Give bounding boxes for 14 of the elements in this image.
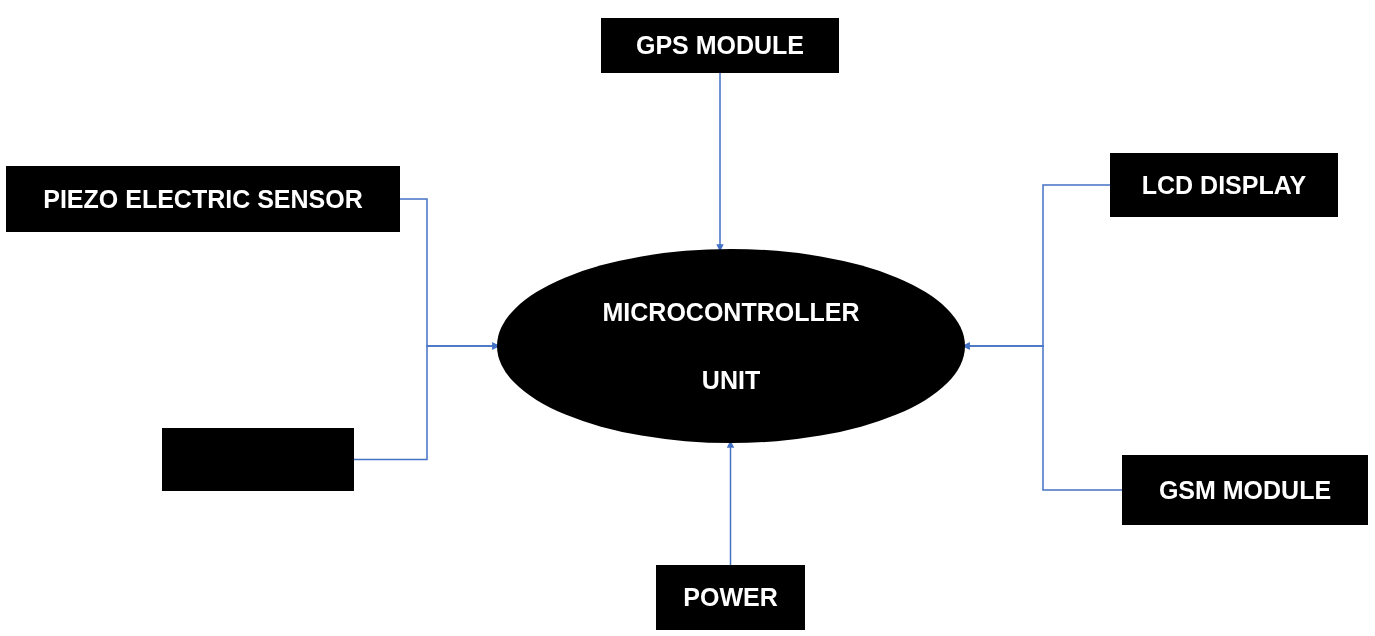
connector-arrow bbox=[726, 440, 735, 566]
block-box bbox=[1122, 455, 1368, 525]
block-label: GSM MODULE bbox=[1158, 475, 1332, 505]
block-label: MICROCONTROLLER UNIT bbox=[601, 297, 861, 396]
block-label: PIEZO ELECTRIC SENSOR bbox=[43, 184, 363, 214]
block-box bbox=[162, 428, 354, 491]
connector-arrow bbox=[716, 72, 724, 252]
block-box bbox=[656, 565, 805, 630]
block-box bbox=[6, 166, 400, 232]
block-box bbox=[601, 18, 839, 73]
block-box bbox=[1110, 153, 1338, 217]
block-label: LCD DISPLAY bbox=[1141, 170, 1307, 200]
block-label: GPS MODULE bbox=[635, 31, 805, 60]
block-label: POWER bbox=[683, 583, 778, 612]
